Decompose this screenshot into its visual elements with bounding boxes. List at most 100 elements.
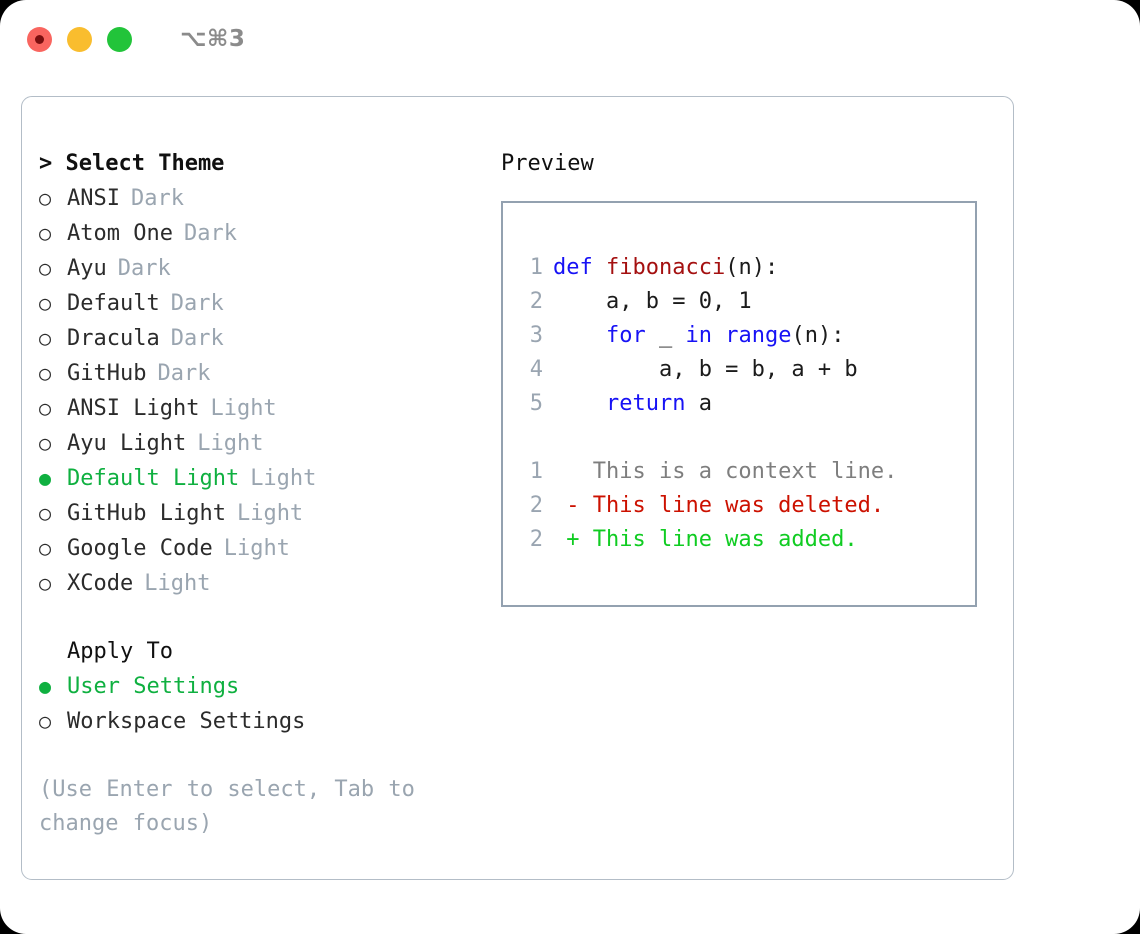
token-fn: fibonacci [605,255,726,280]
diff-sample: 1 This is a context line.2 - This line w… [517,455,969,557]
line-number: 3 [529,323,543,348]
code-line-text: return a [553,387,712,421]
code-line: 5 return a [517,387,969,421]
theme-option-7[interactable]: ○ Ayu Light Light [39,426,484,461]
traffic-light-group [27,26,132,52]
minimize-window-button[interactable] [67,26,92,52]
radio-unselected-icon: ○ [39,326,52,350]
radio-unselected-icon: ○ [39,536,52,560]
line-number: 2 [529,289,543,314]
preview-box: 1 def fibonacci(n): 2 a, b = 0, 1 3 for _ i… [501,201,977,607]
apply-to-option-1[interactable]: ○Workspace Settings [39,704,484,739]
preview-pane: Preview 1 def fibonacci(n): 2 a, b = 0, 1 3… [501,147,991,607]
token-ctx: This is a context line. [553,459,898,484]
theme-option-label: GitHub [67,361,147,386]
theme-option-tag: Light [144,571,211,596]
line-number: 1 [529,255,543,280]
diff-line: 2 - This line was deleted. [517,489,969,523]
theme-option-10[interactable]: ○ Google Code Light [39,531,484,566]
radio-selected-icon: ● [39,466,52,490]
theme-option-tag: Dark [170,291,224,316]
zoom-window-button[interactable] [107,26,132,52]
radio-unselected-icon: ○ [39,256,52,280]
apply-to-list[interactable]: ● User Settings ○Workspace Settings [39,669,484,739]
radio-unselected-icon: ○ [39,291,52,315]
diff-line-text: + This line was added. [553,523,858,557]
apply-to-option-0[interactable]: ● User Settings [39,669,484,704]
code-line-text: def fibonacci(n): [553,251,778,285]
token-kw: in range [685,323,792,348]
apply-to-option-label: User Settings [67,674,240,699]
code-line-text: a, b = b, a + b [553,353,858,387]
token-del: - This line was deleted. [553,493,885,518]
line-number: 2 [529,493,543,518]
radio-selected-icon: ● [39,674,52,698]
theme-option-label: Default Light [67,466,240,491]
radio-unselected-icon: ○ [39,431,52,455]
hint-spacer [39,739,484,773]
theme-option-tag: Light [210,396,277,421]
diff-line-text: - This line was deleted. [553,489,884,523]
line-number: 4 [529,357,543,382]
token-kw: return [605,391,686,416]
theme-option-8[interactable]: ● Default Light Light [39,461,484,496]
list-spacer [39,601,484,635]
radio-unselected-icon: ○ [39,501,52,525]
radio-unselected-icon: ○ [39,709,52,733]
theme-option-label: GitHub Light [67,501,226,526]
token-pl: a, b = b, a + b [553,357,858,382]
theme-option-label: ANSI Light [67,396,200,421]
token-pl [553,323,606,348]
code-line: 1 def fibonacci(n): [517,251,969,285]
theme-option-label: XCode [67,571,134,596]
theme-option-tag: Light [223,536,290,561]
token-pl: (n): [725,255,779,280]
radio-unselected-icon: ○ [39,221,52,245]
theme-option-label: Ayu [67,256,107,281]
preview-label: Preview [501,151,594,176]
preview-code: 1 def fibonacci(n): 2 a, b = 0, 1 3 for _ i… [517,251,969,557]
theme-option-1[interactable]: ○ Atom One Dark [39,216,484,251]
theme-option-label: Google Code [67,536,213,561]
token-pl [553,391,606,416]
line-number: 2 [529,527,543,552]
theme-option-3[interactable]: ○ Default Dark [39,286,484,321]
theme-option-6[interactable]: ○ ANSI Light Light [39,391,484,426]
theme-option-tag: Dark [130,186,184,211]
radio-unselected-icon: ○ [39,396,52,420]
token-add: + This line was added. [553,527,858,552]
theme-option-label: Atom One [67,221,173,246]
token-pl: _ [645,323,686,348]
token-pl: a, b = 0, 1 [553,289,752,314]
code-line-text: for _ in range(n): [553,319,844,353]
keyboard-shortcut-label: ⌥⌘3 [180,26,246,52]
theme-option-tag: Light [197,431,264,456]
code-line: 3 for _ in range(n): [517,319,969,353]
theme-option-label: Default [67,291,160,316]
theme-option-tag: Light [250,466,317,491]
theme-list-heading: > Select Theme [39,151,225,176]
code-line: 4 a, b = b, a + b [517,353,969,387]
token-pl: a [685,391,712,416]
theme-option-tag: Dark [170,326,224,351]
theme-option-tag: Dark [157,361,211,386]
theme-option-label: Ayu Light [67,431,187,456]
radio-unselected-icon: ○ [39,186,52,210]
token-pl: (n): [791,323,845,348]
line-number: 5 [529,391,543,416]
theme-option-tag: Dark [183,221,237,246]
keyboard-hint-text: (Use Enter to select, Tab to change focu… [39,777,415,836]
close-window-button[interactable] [27,26,52,52]
code-diff-separator [517,421,969,455]
diff-line-text: This is a context line. [553,455,898,489]
